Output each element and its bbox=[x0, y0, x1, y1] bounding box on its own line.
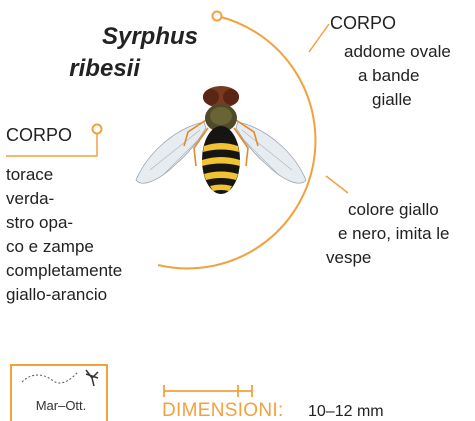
thorax-pointer-dot bbox=[91, 123, 103, 135]
thorax-text-line: torace bbox=[6, 165, 54, 184]
flight-period-box bbox=[10, 364, 108, 421]
abdomen-pointer-line bbox=[308, 23, 330, 53]
abdomen-text-line: addome ovale bbox=[344, 42, 451, 61]
callout-ring bbox=[157, 15, 317, 270]
abdomen-text-line: gialle bbox=[372, 90, 412, 109]
coloring-text-line: colore giallo bbox=[348, 200, 439, 219]
abdomen-text-line: a bande bbox=[358, 66, 420, 85]
abdomen-heading: CORPO bbox=[330, 13, 397, 33]
dimensions-label: DIMENSIONI: bbox=[162, 400, 284, 421]
coloring-text-line: vespe bbox=[326, 248, 372, 267]
thorax-text-line: verda- bbox=[6, 189, 55, 208]
flight-period-text: Mar–Ott. bbox=[35, 398, 87, 413]
dimensions-value: 10–12 mm bbox=[308, 403, 384, 420]
species-genus: Syrphus bbox=[101, 23, 198, 50]
ring-start-dot bbox=[211, 10, 223, 22]
thorax-text-line: completamente bbox=[6, 261, 123, 280]
size-ruler-icon bbox=[163, 385, 253, 397]
coloring-pointer-line bbox=[325, 175, 349, 194]
small-fly-icon bbox=[85, 369, 99, 387]
species-epithet: ribesii bbox=[69, 55, 140, 82]
hoverfly-illustration bbox=[135, 86, 307, 194]
thorax-text-line: co e zampe bbox=[6, 237, 94, 256]
thorax-heading: CORPO bbox=[6, 125, 73, 145]
thorax-text-line: stro opa- bbox=[6, 213, 74, 232]
coloring-text-line: e nero, imita le bbox=[338, 224, 450, 243]
dotted-flight-path-icon bbox=[21, 371, 79, 384]
thorax-text-line: giallo-arancio bbox=[6, 285, 108, 304]
thorax-pointer-line bbox=[6, 129, 98, 157]
